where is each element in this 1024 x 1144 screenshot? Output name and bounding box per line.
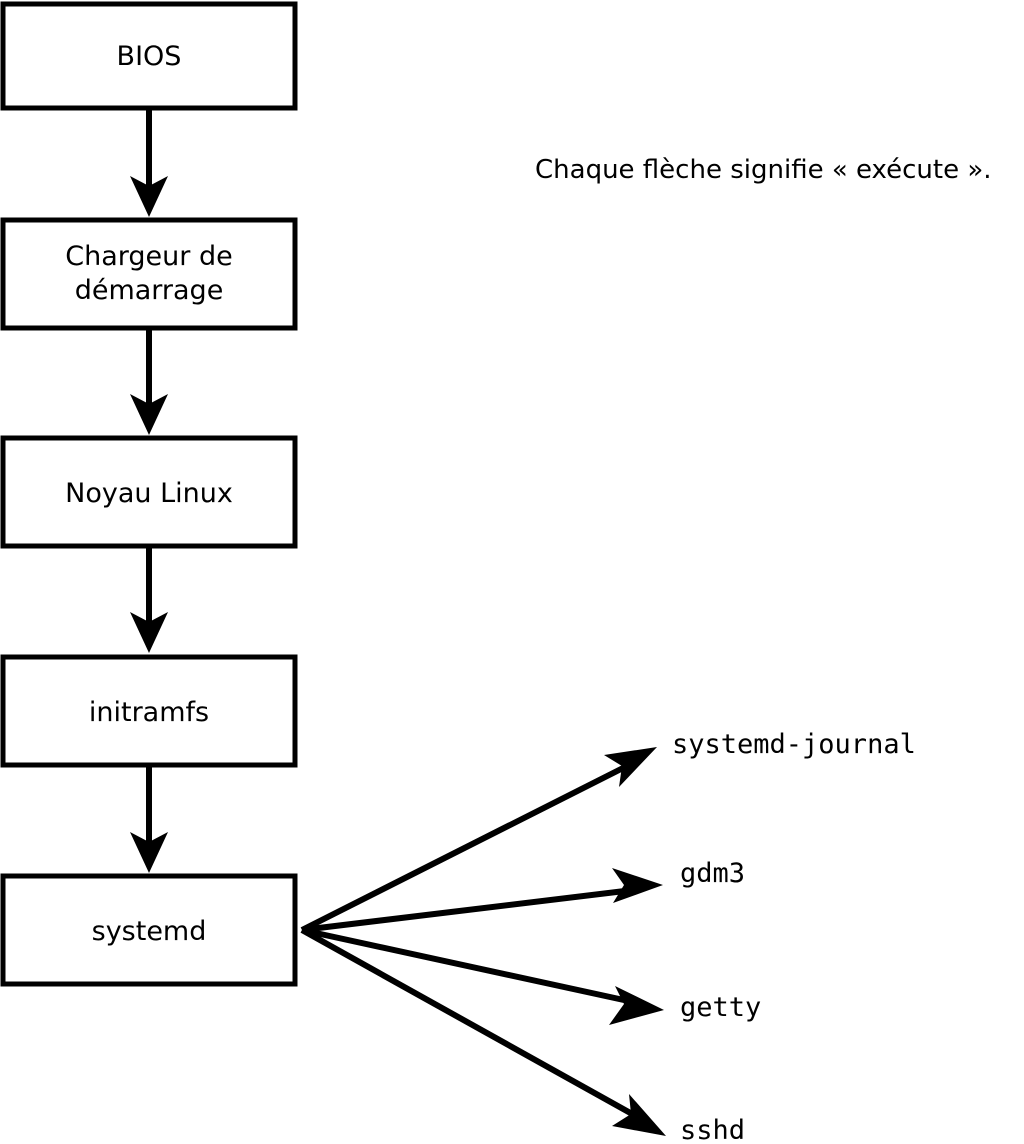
service-label-gdm3: gdm3 [680, 858, 745, 889]
diagram-caption: Chaque flèche signifie « exécute ». [535, 155, 992, 185]
edge-systemd-to-getty-line [301, 927, 634, 1005]
service-label-sshd: sshd [680, 1115, 745, 1144]
node-initramfs-label: initramfs [89, 697, 209, 728]
arrowhead-icon [130, 176, 168, 217]
edge-systemd-to-getty [301, 927, 664, 1025]
node-initramfs-rect [0, 654, 298, 768]
arrowhead-icon [612, 1094, 666, 1136]
node-systemd-rect [0, 873, 298, 987]
node-kernel-label: Noyau Linux [65, 478, 233, 509]
edge-systemd-to-sshd-line [300, 927, 636, 1118]
edge-kernel-to-initramfs [130, 546, 168, 653]
node-bootloader-label-line2: démarrage [75, 275, 224, 306]
arrowhead-icon [130, 612, 168, 653]
service-label-getty: getty [680, 992, 761, 1023]
edge-initramfs-to-systemd [130, 765, 168, 873]
edge-systemd-to-systemd-journal-line [300, 763, 629, 933]
node-systemd-label: systemd [92, 916, 207, 947]
node-kernel[interactable]: Noyau Linux [0, 435, 298, 549]
node-bootloader-label-line1: Chargeur de [65, 241, 232, 272]
edge-bios-to-bootloader [130, 108, 168, 217]
edge-systemd-to-systemd-journal [300, 747, 657, 933]
node-bios-rect [0, 1, 298, 111]
node-bootloader-rect [0, 217, 298, 331]
arrowhead-icon [612, 868, 663, 903]
node-bios-label: BIOS [117, 41, 182, 72]
arrowhead-icon [604, 747, 657, 787]
node-systemd[interactable]: systemd [0, 873, 298, 987]
node-bios[interactable]: BIOS [0, 1, 298, 111]
edge-bootloader-to-kernel [130, 328, 168, 435]
node-bootloader[interactable]: Chargeur de démarrage [0, 217, 298, 331]
edge-systemd-to-gdm3-line [301, 887, 634, 933]
edge-systemd-to-sshd [300, 927, 666, 1136]
node-initramfs[interactable]: initramfs [0, 654, 298, 768]
edge-systemd-to-gdm3 [301, 868, 663, 933]
arrowhead-icon [609, 986, 664, 1025]
service-label-systemd-journal: systemd-journal [672, 729, 916, 760]
arrowhead-icon [130, 394, 168, 435]
arrowhead-icon [130, 832, 168, 873]
